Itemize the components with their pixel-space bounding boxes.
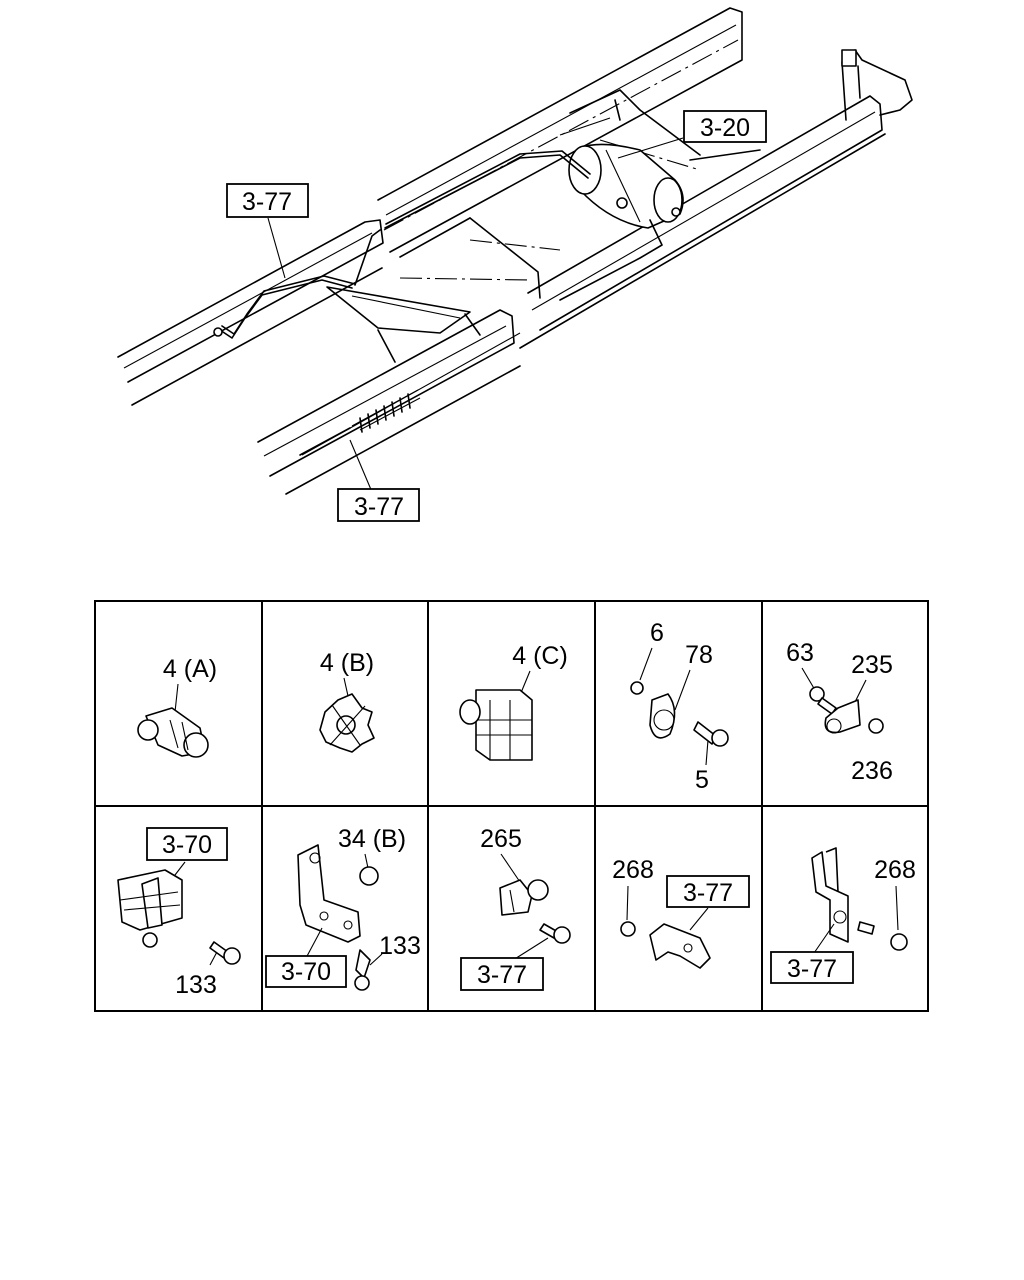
- part-number-label: 268: [612, 856, 654, 884]
- grid-cell-4c: 4 (C): [459, 642, 568, 761]
- nut-icon: [868, 718, 884, 734]
- part-number-label: 6: [650, 619, 664, 647]
- svg-text:3-77: 3-77: [354, 493, 404, 521]
- bolt-icon: [809, 686, 837, 715]
- bracket-icon: [117, 869, 183, 948]
- part-number-label: 268: [874, 856, 916, 884]
- grid-cell-265-3-77: 265 3-77: [460, 825, 571, 991]
- part-number-label: 34 (B): [338, 825, 406, 853]
- grid-cell-268-3-77-a: 268 3-77: [612, 856, 750, 969]
- bolt-icon: [693, 721, 729, 747]
- part-number-label: 4 (B): [320, 649, 374, 677]
- clip-icon: [499, 879, 549, 916]
- bracket-icon: [811, 847, 875, 943]
- grid-cell-63-235-236: 63 235 236: [786, 639, 893, 785]
- callout-3-77-top: 3-77: [226, 183, 309, 218]
- grid-cell-4a: 4 (A): [137, 655, 217, 758]
- reference-label: 3-77: [477, 961, 527, 989]
- nut-icon: [620, 921, 636, 937]
- svg-text:3-77: 3-77: [242, 188, 292, 216]
- clip-4b-icon: [319, 693, 375, 753]
- part-number-label: 5: [695, 766, 709, 794]
- grid-cell-34b-3-70-133: 34 (B) 3-70 133: [265, 825, 421, 991]
- bracket-icon: [649, 923, 711, 969]
- callout-3-20: 3-20: [683, 110, 767, 143]
- grid-cell-268-3-77-b: 268 3-77: [770, 847, 916, 984]
- bolt-icon: [354, 949, 371, 991]
- flexible-hose: [299, 389, 421, 456]
- part-number-label: 235: [851, 651, 893, 679]
- callout-3-77-bottom: 3-77: [337, 488, 420, 522]
- flange-nut-icon: [359, 866, 379, 886]
- bolt-icon: [539, 923, 571, 944]
- grid-cell-6-78-5: 6 78 5: [630, 619, 729, 794]
- part-number-label: 236: [851, 757, 893, 785]
- part-number-label: 63: [786, 639, 814, 667]
- clip-4a-icon: [137, 707, 209, 758]
- nut-icon: [630, 681, 644, 695]
- p-clip-icon: [824, 699, 861, 734]
- p-clip-icon: [649, 693, 676, 739]
- part-number-label: 4 (A): [163, 655, 217, 683]
- clip-4c-icon: [459, 689, 533, 761]
- parts-grid: [94, 600, 929, 1012]
- reference-label: 3-77: [787, 955, 837, 983]
- reference-label: 3-70: [281, 958, 331, 986]
- part-number-label: 78: [685, 641, 713, 669]
- grid-cell-4b: 4 (B): [319, 649, 375, 753]
- part-number-label: 4 (C): [512, 642, 568, 670]
- bolt-icon: [209, 941, 241, 965]
- part-number-label: 133: [379, 932, 421, 960]
- nut-icon: [890, 933, 908, 951]
- svg-text:3-20: 3-20: [700, 114, 750, 142]
- bracket-icon: [297, 844, 361, 943]
- reference-label: 3-70: [162, 831, 212, 859]
- grid-cell-3-70-133: 3-70 133: [117, 827, 241, 999]
- chassis-frame-illustration: [117, 7, 913, 495]
- part-number-label: 265: [480, 825, 522, 853]
- part-number-label: 133: [175, 971, 217, 999]
- reference-label: 3-77: [683, 879, 733, 907]
